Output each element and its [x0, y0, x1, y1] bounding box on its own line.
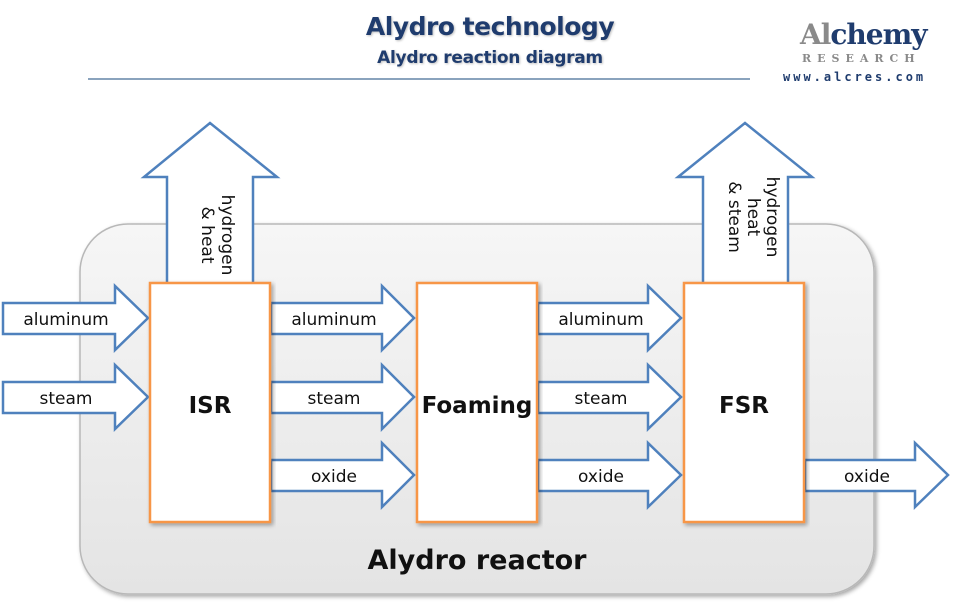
node-fsr: FSR	[682, 281, 806, 524]
arrow-label: steam	[40, 389, 93, 409]
page-title: Alydro technology	[365, 12, 615, 41]
logo-brand-prefix: Al	[800, 18, 831, 51]
node-isr: ISR	[148, 281, 272, 524]
logo-brand: Alchemy	[800, 18, 928, 51]
input-arrow-steam: steam	[1, 362, 150, 432]
arrow-label: oxide	[311, 467, 357, 487]
flow-arrow-isr-foaming-oxide: oxide	[269, 439, 416, 511]
output-label-line2: & heat	[197, 207, 217, 264]
output-arrow-isr-hydrogen-heat: hydrogen & heat	[140, 121, 281, 286]
logo-url[interactable]: www.alcres.com	[783, 70, 927, 84]
arrow-label: steam	[575, 389, 628, 409]
logo-brand-suffix: chemy	[830, 18, 927, 51]
arrow-label: aluminum	[291, 310, 376, 330]
reactor-label: Alydro reactor	[368, 545, 588, 576]
page-subtitle: Alydro reaction diagram	[377, 48, 603, 68]
output-label-line1: hydrogen	[217, 195, 237, 276]
arrow-label: aluminum	[23, 310, 108, 330]
arrow-label: oxide	[578, 467, 624, 487]
title-divider	[88, 78, 750, 80]
arrow-label: steam	[308, 389, 361, 409]
node-label: ISR	[189, 393, 232, 419]
flow-arrow-foaming-fsr-steam: steam	[536, 362, 683, 432]
arrow-label: oxide	[844, 467, 890, 487]
output-label-line3: & steam	[724, 181, 744, 253]
node-label: FSR	[719, 393, 769, 419]
logo-tagline: RESEARCH	[802, 52, 921, 65]
flow-arrow-foaming-fsr-oxide: oxide	[536, 440, 683, 510]
flow-arrow-foaming-fsr-aluminum: aluminum	[536, 283, 683, 353]
node-foaming: Foaming	[415, 281, 539, 524]
flow-arrow-isr-foaming-aluminum: aluminum	[269, 282, 416, 354]
output-label-line2: heat	[743, 198, 763, 237]
output-label-line1: hydrogen	[762, 177, 782, 258]
arrow-label: aluminum	[558, 310, 643, 330]
output-arrow-oxide: oxide	[803, 440, 950, 510]
input-arrow-aluminum: aluminum	[1, 283, 150, 353]
flow-arrow-isr-foaming-steam: steam	[269, 361, 416, 433]
output-arrow-fsr-hydrogen-heat-steam: hydrogen heat & steam	[674, 121, 816, 286]
node-label: Foaming	[422, 393, 533, 419]
